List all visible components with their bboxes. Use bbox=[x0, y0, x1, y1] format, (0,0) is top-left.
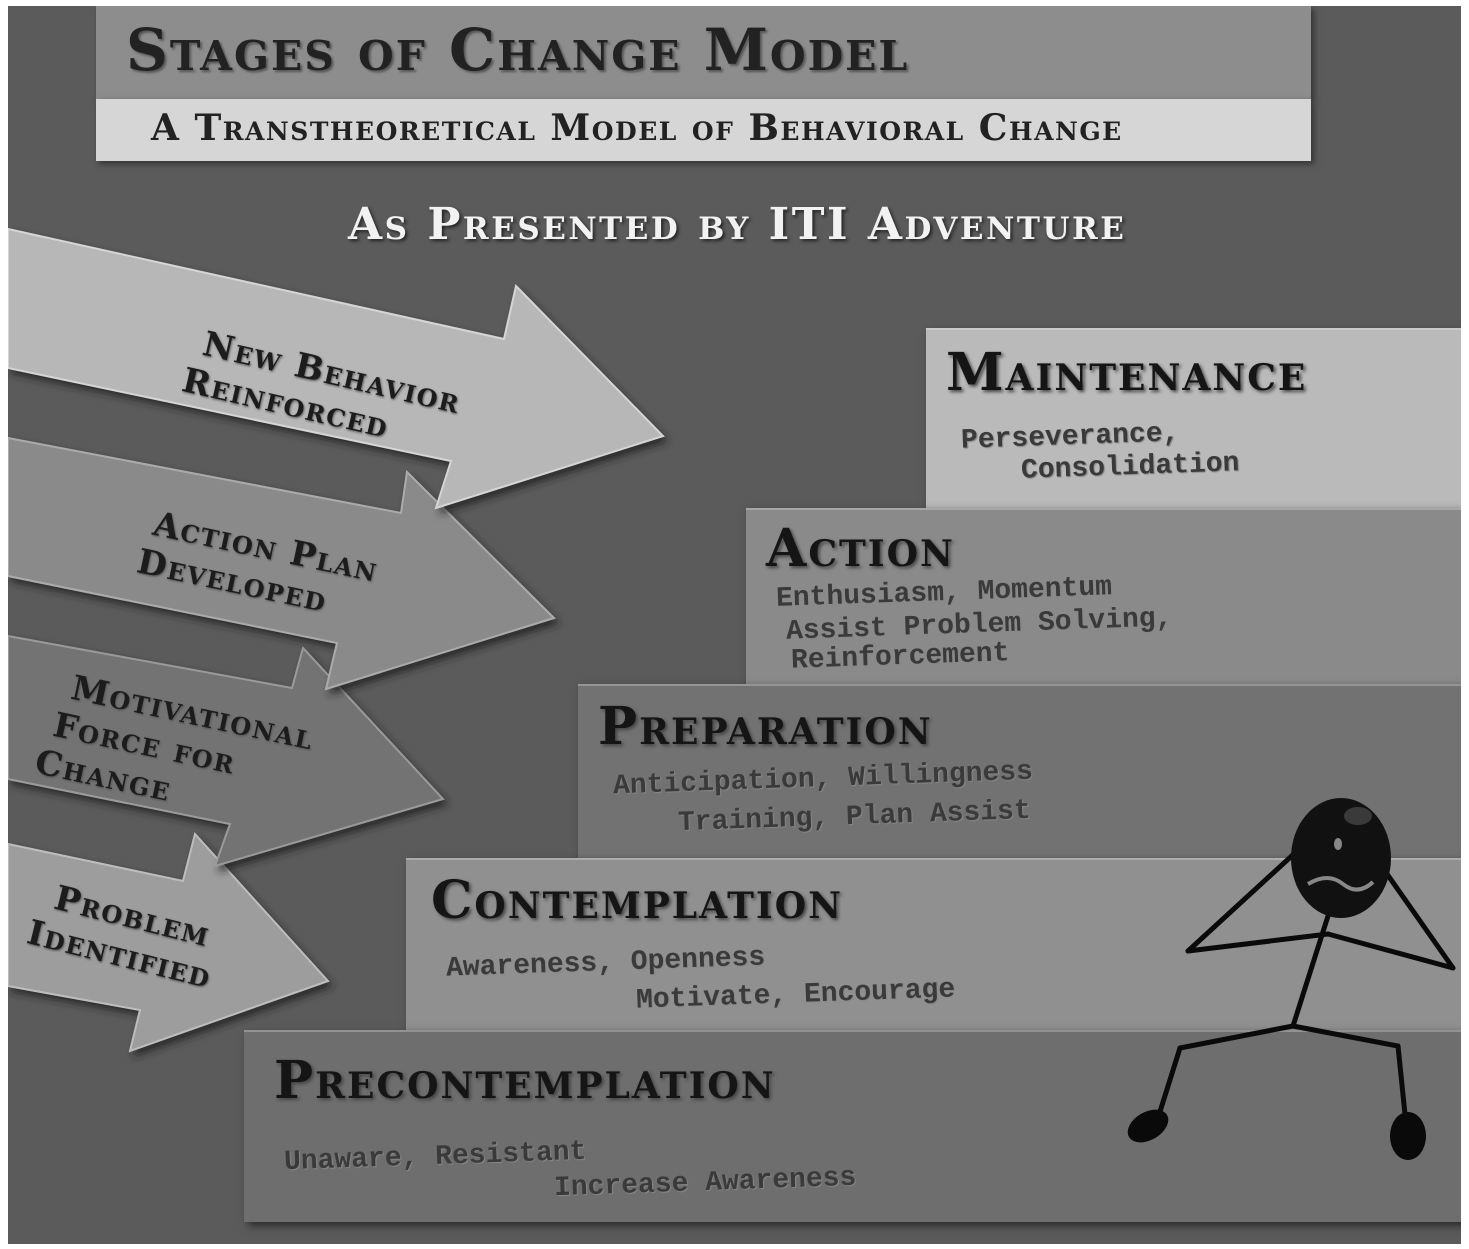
stage-precontemplation: Precontemplation Unaware, Resistant Incr… bbox=[244, 1030, 1461, 1222]
stage-name: Preparation bbox=[598, 696, 933, 757]
stage-action: Action Enthusiasm, Momentum Assist Probl… bbox=[746, 508, 1461, 686]
figure-forearm-left bbox=[1185, 849, 1299, 954]
arrow-motivational-force bbox=[8, 634, 445, 868]
page-title: Stages of Change Model bbox=[126, 16, 910, 84]
figure-head bbox=[1291, 798, 1391, 918]
figure-foot-left bbox=[1127, 1109, 1169, 1143]
arrow-action-plan bbox=[8, 436, 556, 691]
figure-shin-left bbox=[1155, 1045, 1183, 1121]
figure-shin-right bbox=[1395, 1043, 1409, 1127]
figure-eye bbox=[1334, 838, 1342, 850]
stage-name: Precontemplation bbox=[274, 1050, 776, 1111]
figure-arm-left bbox=[1185, 931, 1331, 954]
diagram-canvas: Stages of Change Model A Transtheoretica… bbox=[8, 6, 1461, 1244]
stage-contemplation: Contemplation Awareness, Openness Motiva… bbox=[406, 858, 1461, 1030]
stage-name: Maintenance bbox=[946, 342, 1308, 403]
stage-name: Action bbox=[766, 518, 955, 579]
subtitle-banner: A Transtheoretical Model of Behavioral C… bbox=[96, 99, 1311, 161]
figure-head-highlight bbox=[1344, 807, 1372, 825]
figure-mouth bbox=[1306, 876, 1375, 892]
arrows-layer bbox=[8, 227, 665, 1053]
figure-thigh-left bbox=[1177, 1023, 1296, 1051]
stage-name: Contemplation bbox=[431, 870, 843, 931]
stage-maintenance: Maintenance Perseverance, Consolidation bbox=[926, 328, 1461, 510]
figure-arm-right bbox=[1325, 931, 1456, 971]
presenter-credit: As Presented by ITI Adventure bbox=[348, 199, 1127, 250]
title-banner: Stages of Change Model bbox=[96, 6, 1311, 99]
arrow-new-behavior bbox=[8, 227, 665, 510]
arrow-problem-identified bbox=[8, 831, 330, 1053]
page-subtitle: A Transtheoretical Model of Behavioral C… bbox=[151, 107, 1123, 149]
stick-figure bbox=[1127, 798, 1456, 1160]
figure-thigh-right bbox=[1290, 1023, 1401, 1049]
figure-foot-right bbox=[1390, 1112, 1426, 1160]
